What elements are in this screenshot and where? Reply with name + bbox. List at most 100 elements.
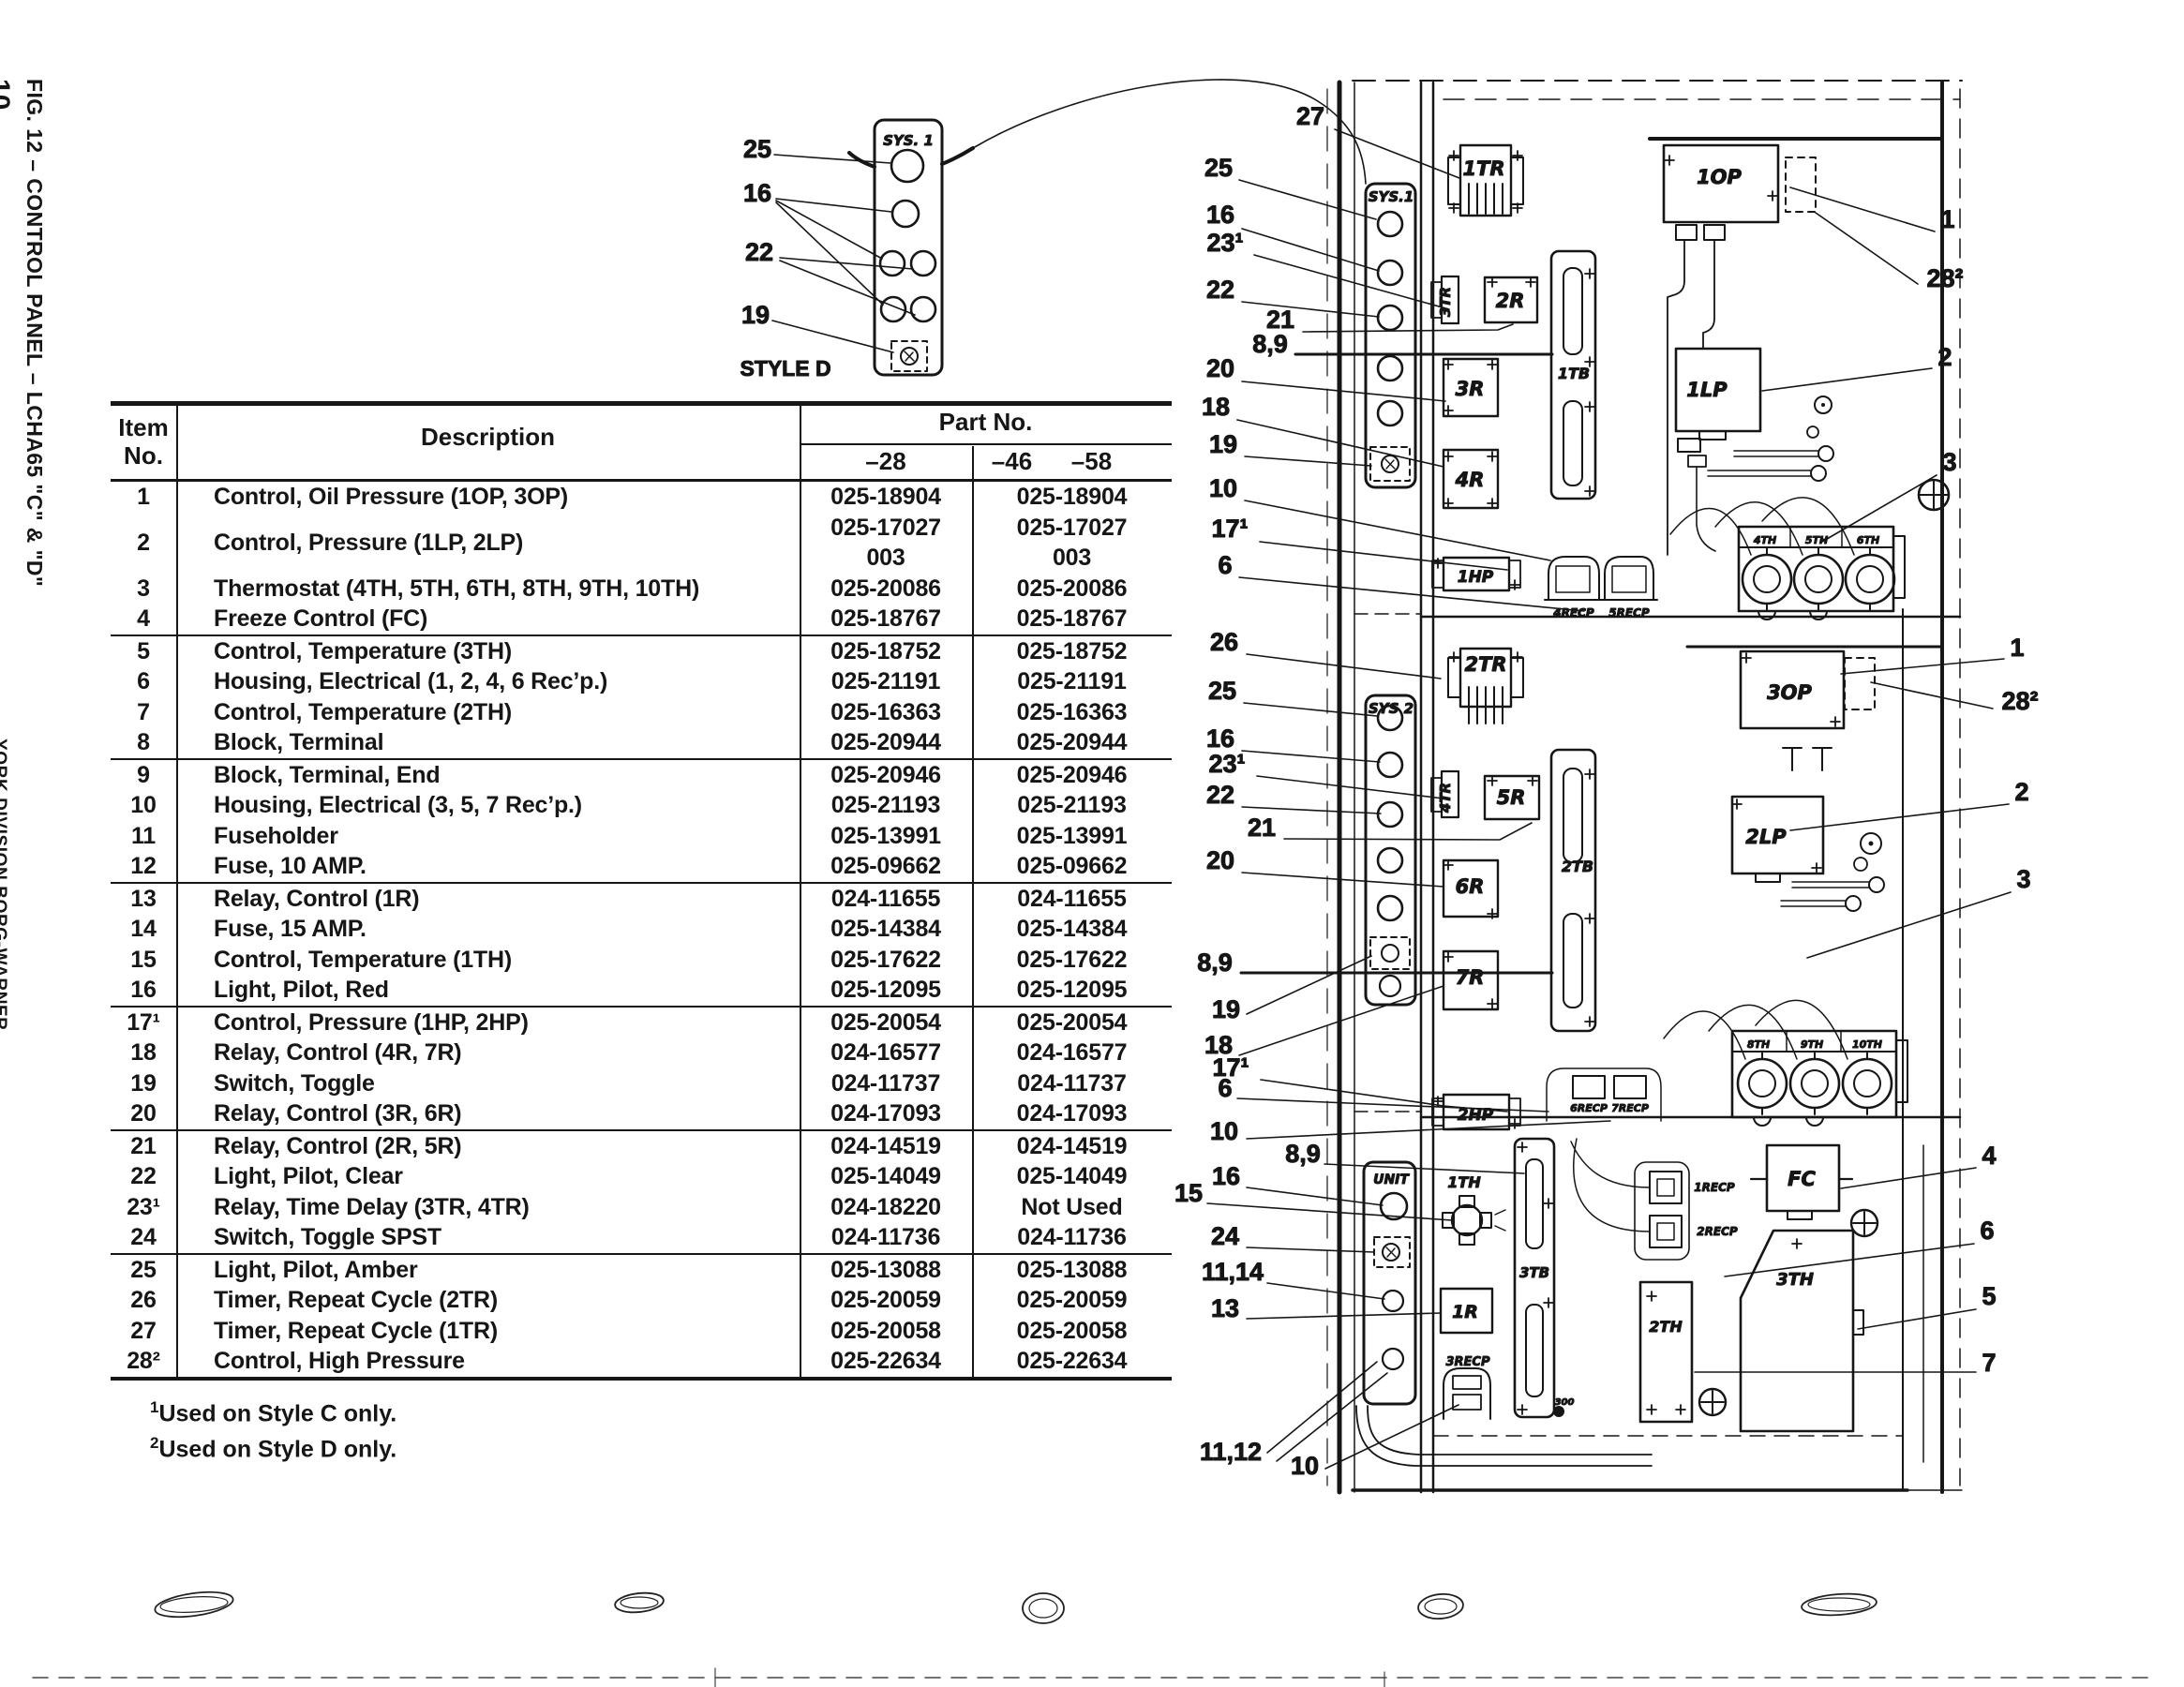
wire bbox=[1667, 239, 1685, 556]
cell-part-28: 025-14384 bbox=[830, 916, 941, 942]
cell-part-46-58: 025-18767 bbox=[1016, 605, 1128, 632]
callout-1: 1 bbox=[1940, 205, 1954, 233]
receptacle-5recp bbox=[1604, 556, 1654, 601]
capillary-tube bbox=[1733, 450, 1819, 457]
cell-item-no: 8 bbox=[137, 729, 150, 755]
cell-part-46-58: 025-13088 bbox=[1016, 1256, 1128, 1283]
component-label-10th: 10TH bbox=[1852, 1038, 1882, 1051]
leader-line-6 bbox=[1238, 576, 1585, 612]
callout-13: 13 bbox=[1211, 1294, 1239, 1322]
cell-description: Relay, Control (1R) bbox=[214, 885, 420, 912]
cell-part-28: 024-17093 bbox=[830, 1100, 941, 1127]
callout-6: 6 bbox=[1218, 551, 1232, 579]
pilot-light bbox=[1376, 800, 1404, 829]
leader-line-3 bbox=[1806, 891, 2012, 959]
unit-light-strip bbox=[1362, 1160, 1417, 1406]
component-label-5th: 5TH bbox=[1805, 534, 1828, 546]
cell-part-28: 025-18904 bbox=[830, 484, 941, 510]
callout-17: 17¹ bbox=[1212, 1053, 1249, 1082]
terminal-bolt bbox=[1675, 224, 1698, 241]
cell-item-no: 27 bbox=[130, 1317, 157, 1344]
cell-item-no: 9 bbox=[137, 761, 150, 788]
wire bbox=[1663, 999, 1848, 1060]
cell-part-46-58: 025-20059 bbox=[1016, 1287, 1128, 1313]
callout-8-9: 8,9 bbox=[1197, 948, 1233, 977]
pilot-light bbox=[909, 295, 937, 323]
leader-line-17 bbox=[1260, 1079, 1508, 1112]
callout-24: 24 bbox=[1211, 1222, 1239, 1250]
component-label-5recp: 5RECP bbox=[1608, 606, 1650, 620]
pilot-light bbox=[1376, 751, 1404, 779]
callout-8-9: 8,9 bbox=[1285, 1140, 1321, 1168]
cell-part-28: 024-11736 bbox=[830, 1224, 941, 1250]
cell-item-no: 23¹ bbox=[127, 1193, 160, 1220]
cell-item-no: 12 bbox=[130, 853, 157, 879]
component-label-1recp: 1RECP bbox=[1694, 1181, 1735, 1194]
cell-part-46-58: Not Used bbox=[1021, 1193, 1123, 1220]
component-label-fc: FC bbox=[1788, 1168, 1816, 1190]
component-label-1tb: 1TB bbox=[1558, 365, 1590, 382]
terminal-block-3tb bbox=[1513, 1137, 1556, 1419]
cell-description: Timer, Repeat Cycle (1TR) bbox=[214, 1317, 498, 1344]
cell-part-46-58: 025-17027 003 bbox=[1016, 514, 1128, 572]
callout-27: 27 bbox=[1296, 102, 1324, 130]
wire bbox=[1702, 239, 1715, 350]
cell-item-no: 3 bbox=[137, 575, 150, 602]
pilot-light bbox=[1376, 210, 1404, 238]
timer-fins bbox=[1468, 183, 1503, 215]
callout-3: 3 bbox=[2016, 865, 2030, 893]
callout-15: 15 bbox=[1174, 1179, 1203, 1207]
pilot-light bbox=[1379, 1191, 1409, 1221]
component-label-9th: 9TH bbox=[1801, 1038, 1823, 1051]
leader-line-25 bbox=[1243, 702, 1378, 717]
pilot-light bbox=[1376, 894, 1404, 922]
cell-part-28: 025-22634 bbox=[830, 1348, 941, 1374]
leader-line-11-12 bbox=[1276, 1372, 1388, 1462]
callout-25: 25 bbox=[1204, 154, 1233, 182]
cell-description: Fuse, 15 AMP. bbox=[214, 916, 366, 942]
callout-19: 19 bbox=[741, 301, 770, 329]
cell-item-no: 28² bbox=[127, 1348, 160, 1374]
thermostat-dial bbox=[1841, 1057, 1893, 1110]
cell-part-46-58: 025-20054 bbox=[1016, 1008, 1128, 1036]
leader-line-6 bbox=[1724, 1243, 1975, 1277]
component-label-6recp: 6RECP bbox=[1570, 1102, 1608, 1114]
leader-line-15 bbox=[1206, 1202, 1453, 1221]
leader-line-24 bbox=[1246, 1247, 1375, 1253]
cell-part-28: 024-14519 bbox=[830, 1132, 941, 1159]
panel-link-curve bbox=[972, 79, 1367, 185]
capillary-tube bbox=[1780, 900, 1847, 907]
cell-part-28: 025-21193 bbox=[830, 792, 941, 818]
cell-part-46-58: 024-11655 bbox=[1017, 885, 1127, 912]
callout-6: 6 bbox=[1218, 1074, 1232, 1102]
wire bbox=[1355, 1405, 1653, 1467]
callout-21: 21 bbox=[1248, 814, 1276, 842]
component-label-sys-1: SYS.1 bbox=[1369, 188, 1414, 205]
callout-21: 21 bbox=[1266, 306, 1294, 334]
leader-line-22 bbox=[779, 257, 914, 270]
cell-description: Control, Temperature (1TH) bbox=[214, 946, 512, 973]
terminal-plus-marks bbox=[1432, 150, 1841, 1415]
cell-part-28: 025-17027 003 bbox=[830, 514, 941, 572]
relay-3r bbox=[1442, 357, 1500, 418]
component-label-2tb: 2TB bbox=[1562, 858, 1593, 875]
component-label-2tr: 2TR bbox=[1464, 653, 1506, 676]
callout-22: 22 bbox=[745, 238, 773, 266]
cell-description: Control, Oil Pressure (1OP, 3OP) bbox=[214, 484, 568, 510]
style-d-panel bbox=[847, 79, 1367, 377]
cell-part-28: 025-20059 bbox=[830, 1287, 941, 1313]
component-label-1hp: 1HP bbox=[1458, 568, 1494, 587]
leader-line-16 bbox=[775, 198, 892, 213]
callout-11-12: 11,12 bbox=[1200, 1438, 1262, 1466]
cell-part-46-58: 025-21191 bbox=[1017, 668, 1127, 694]
footnote-2-marker: 2 bbox=[150, 1434, 159, 1453]
